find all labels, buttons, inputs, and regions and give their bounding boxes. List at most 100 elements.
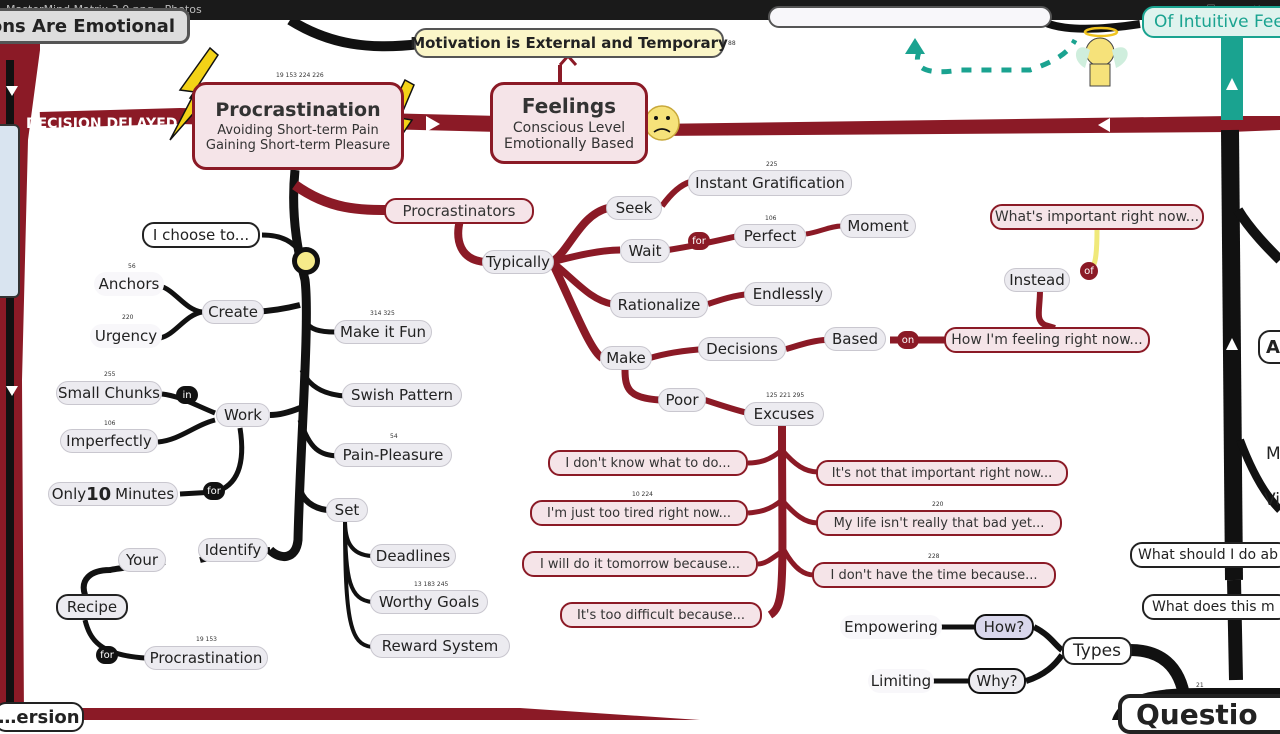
ref-life: 220 (932, 501, 944, 508)
whats-important-node[interactable]: What's important right now... (990, 204, 1204, 230)
procrastination-recipe-node[interactable]: Procrastination (144, 646, 268, 670)
excuse-left-1[interactable]: I don't know what to do... (548, 450, 748, 476)
for-connector-3: for (96, 646, 118, 664)
excuse-left-4[interactable]: It's too difficult because... (560, 602, 762, 628)
rationalize-node[interactable]: Rationalize (610, 292, 708, 318)
deadlines-node[interactable]: Deadlines (370, 544, 456, 568)
imperfectly-node[interactable]: Imperfectly (60, 429, 158, 453)
identify-node[interactable]: Identify (198, 538, 268, 562)
excuses-node[interactable]: Excuses (744, 402, 824, 426)
decisions-node[interactable]: Decisions (698, 337, 786, 361)
bottom-left-cut-node[interactable]: …ersion (0, 702, 84, 732)
rationalize-label: Rationalize (617, 296, 701, 314)
ref-urgency: 220 (122, 314, 134, 321)
pain-pleasure-label: Pain-Pleasure (342, 446, 444, 464)
make-it-fun-label: Make it Fun (340, 323, 426, 341)
limiting-node[interactable]: Limiting (868, 669, 934, 693)
swish-pattern-node[interactable]: Swish Pattern (342, 383, 462, 407)
endlessly-node[interactable]: Endlessly (744, 282, 832, 306)
swish-label: Swish Pattern (350, 386, 453, 404)
endlessly-label: Endlessly (752, 285, 824, 303)
how-feeling-node[interactable]: How I'm feeling right now... (944, 327, 1150, 353)
moment-label: Moment (847, 217, 909, 235)
based-label: Based (831, 330, 879, 348)
seek-node[interactable]: Seek (606, 196, 662, 220)
work-node[interactable]: Work (216, 403, 270, 427)
decision-delayed-label: DECISION DELAYED (26, 116, 178, 132)
how-feeling-label: How I'm feeling right now... (951, 332, 1143, 348)
what-should-node[interactable]: What should I do ab (1130, 542, 1280, 568)
moment-node[interactable]: Moment (840, 214, 916, 238)
instead-node[interactable]: Instead (1004, 268, 1070, 292)
feelings-node[interactable]: Feelings Conscious Level Emotionally Bas… (490, 82, 648, 164)
top-right-cut-node[interactable]: Of Intuitive Feel (1142, 6, 1280, 38)
right-edge-node-a[interactable]: A (1258, 330, 1280, 364)
for-connector-1: for (688, 232, 710, 250)
right-edge-vi: Vi (1264, 490, 1280, 510)
top-mid-cut-node (768, 6, 1052, 28)
excuse-right-2[interactable]: My life isn't really that bad yet... (816, 510, 1062, 536)
reward-system-label: Reward System (381, 637, 499, 655)
create-node[interactable]: Create (202, 300, 264, 324)
excuse-left-3[interactable]: I will do it tomorrow because... (522, 551, 758, 577)
make-it-fun-node[interactable]: Make it Fun (334, 320, 432, 344)
how-question-label: How? (983, 618, 1025, 636)
empowering-node[interactable]: Empowering (840, 615, 942, 639)
make-label: Make (606, 349, 646, 367)
excuse-right-3[interactable]: I don't have the time because... (812, 562, 1056, 588)
work-label: Work (224, 406, 262, 424)
poor-label: Poor (665, 391, 699, 409)
recipe-node[interactable]: Recipe (56, 594, 128, 620)
top-left-cut-label: …ons Are Emotional (0, 15, 175, 37)
feelings-line2: Emotionally Based (504, 136, 634, 152)
pain-pleasure-node[interactable]: Pain-Pleasure (334, 443, 452, 467)
i-choose-node[interactable]: I choose to... (142, 222, 260, 248)
set-label: Set (334, 501, 360, 519)
why-question-node[interactable]: Why? (968, 668, 1026, 694)
window-titlebar: MasterMind Matrix 3.0.png - Photos — ☐ ✕ (0, 0, 1280, 20)
urgency-node[interactable]: Urgency (90, 324, 162, 348)
motivation-label: Motivation is External and Temporary (410, 34, 728, 52)
procrastination-title: Procrastination (215, 99, 381, 121)
ref-recipe: 19 153 (196, 636, 217, 643)
ref-perfect: 106 (765, 215, 777, 222)
procrastination-node[interactable]: Procrastination Avoiding Short-term Pain… (192, 82, 404, 170)
worthy-goals-node[interactable]: Worthy Goals (370, 590, 488, 614)
limiting-label: Limiting (870, 672, 932, 690)
right-edge-m: M (1266, 444, 1280, 464)
whats-important-label: What's important right now... (994, 209, 1200, 225)
i-choose-label: I choose to... (152, 226, 250, 244)
set-node[interactable]: Set (326, 498, 368, 522)
small-chunks-node[interactable]: Small Chunks (56, 381, 162, 405)
reward-system-node[interactable]: Reward System (370, 634, 510, 658)
how-question-node[interactable]: How? (974, 614, 1034, 640)
your-node[interactable]: Your (118, 548, 166, 572)
bottom-right-cut-node[interactable]: Questio (1118, 694, 1280, 734)
procrastination-line2: Gaining Short-term Pleasure (205, 138, 391, 153)
excuse-right-1[interactable]: It's not that important right now... (816, 460, 1068, 486)
procrastinators-node[interactable]: Procrastinators (384, 198, 534, 224)
motivation-node[interactable]: Motivation is External and Temporary (410, 28, 728, 58)
why-question-label: Why? (976, 672, 1018, 690)
poor-node[interactable]: Poor (658, 388, 706, 412)
seek-label: Seek (615, 199, 653, 217)
based-node[interactable]: Based (824, 327, 886, 351)
typically-node[interactable]: Typically (482, 250, 554, 274)
types-node[interactable]: Types (1062, 637, 1132, 665)
deadlines-label: Deadlines (375, 547, 451, 565)
wait-node[interactable]: Wait (620, 239, 670, 263)
make-node[interactable]: Make (600, 346, 652, 370)
anchors-node[interactable]: Anchors (94, 272, 164, 296)
in-connector: in (176, 386, 198, 404)
excuse-left-2[interactable]: I'm just too tired right now... (530, 500, 748, 526)
ref-instant: 225 (766, 161, 778, 168)
what-does-node[interactable]: What does this m (1142, 594, 1280, 620)
instant-gratification-node[interactable]: Instant Gratification (688, 170, 852, 196)
recipe-label: Recipe (66, 598, 118, 616)
procrastinators-label: Procrastinators (402, 202, 516, 220)
only-ten-minutes-node[interactable]: Only 10 Minutes (48, 482, 178, 506)
mindmap-canvas[interactable]: …ons Are Emotional Of Intuitive Feel Mot… (0, 6, 1280, 734)
perfect-node[interactable]: Perfect (734, 224, 806, 248)
top-left-cut-node[interactable]: …ons Are Emotional (0, 8, 190, 44)
anchors-label: Anchors (98, 275, 160, 293)
